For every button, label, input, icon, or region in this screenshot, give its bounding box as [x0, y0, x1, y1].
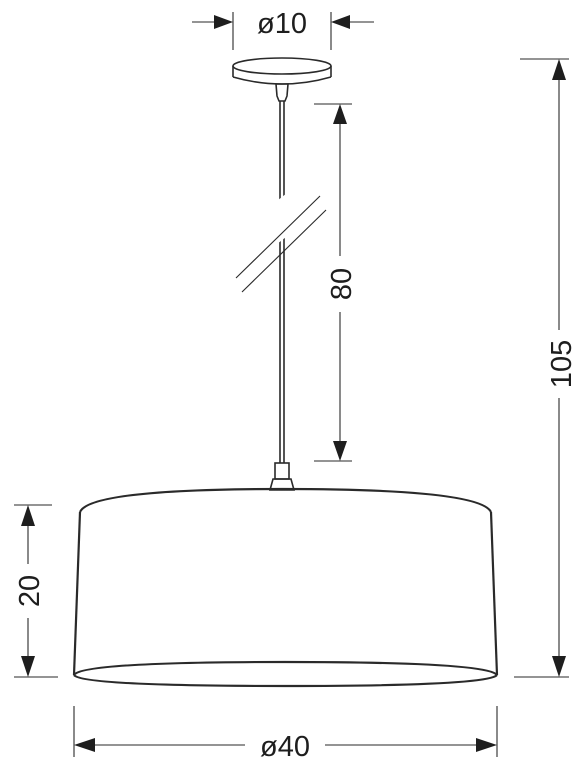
cable-break-symbol [227, 180, 327, 293]
shade-height-dimension: 20 [14, 504, 58, 678]
cable-grip-top [275, 83, 289, 102]
shade-height-label: 20 [14, 575, 46, 607]
total-height-label: 105 [546, 340, 578, 388]
drum-shade [72, 487, 499, 688]
cable-length-dimension: 80 [314, 103, 358, 462]
cable-length-label: 80 [326, 268, 358, 300]
total-height-dimension: 105 [514, 58, 578, 678]
suspension-cable [279, 101, 285, 463]
canopy-diameter-dimension: ø10 [192, 8, 374, 50]
canopy-diameter-label: ø10 [257, 8, 307, 40]
ceiling-canopy [232, 57, 332, 85]
cable-grip-bottom [268, 462, 296, 491]
shade-diameter-dimension: ø40 [73, 706, 498, 763]
shade-diameter-label: ø40 [260, 731, 310, 763]
